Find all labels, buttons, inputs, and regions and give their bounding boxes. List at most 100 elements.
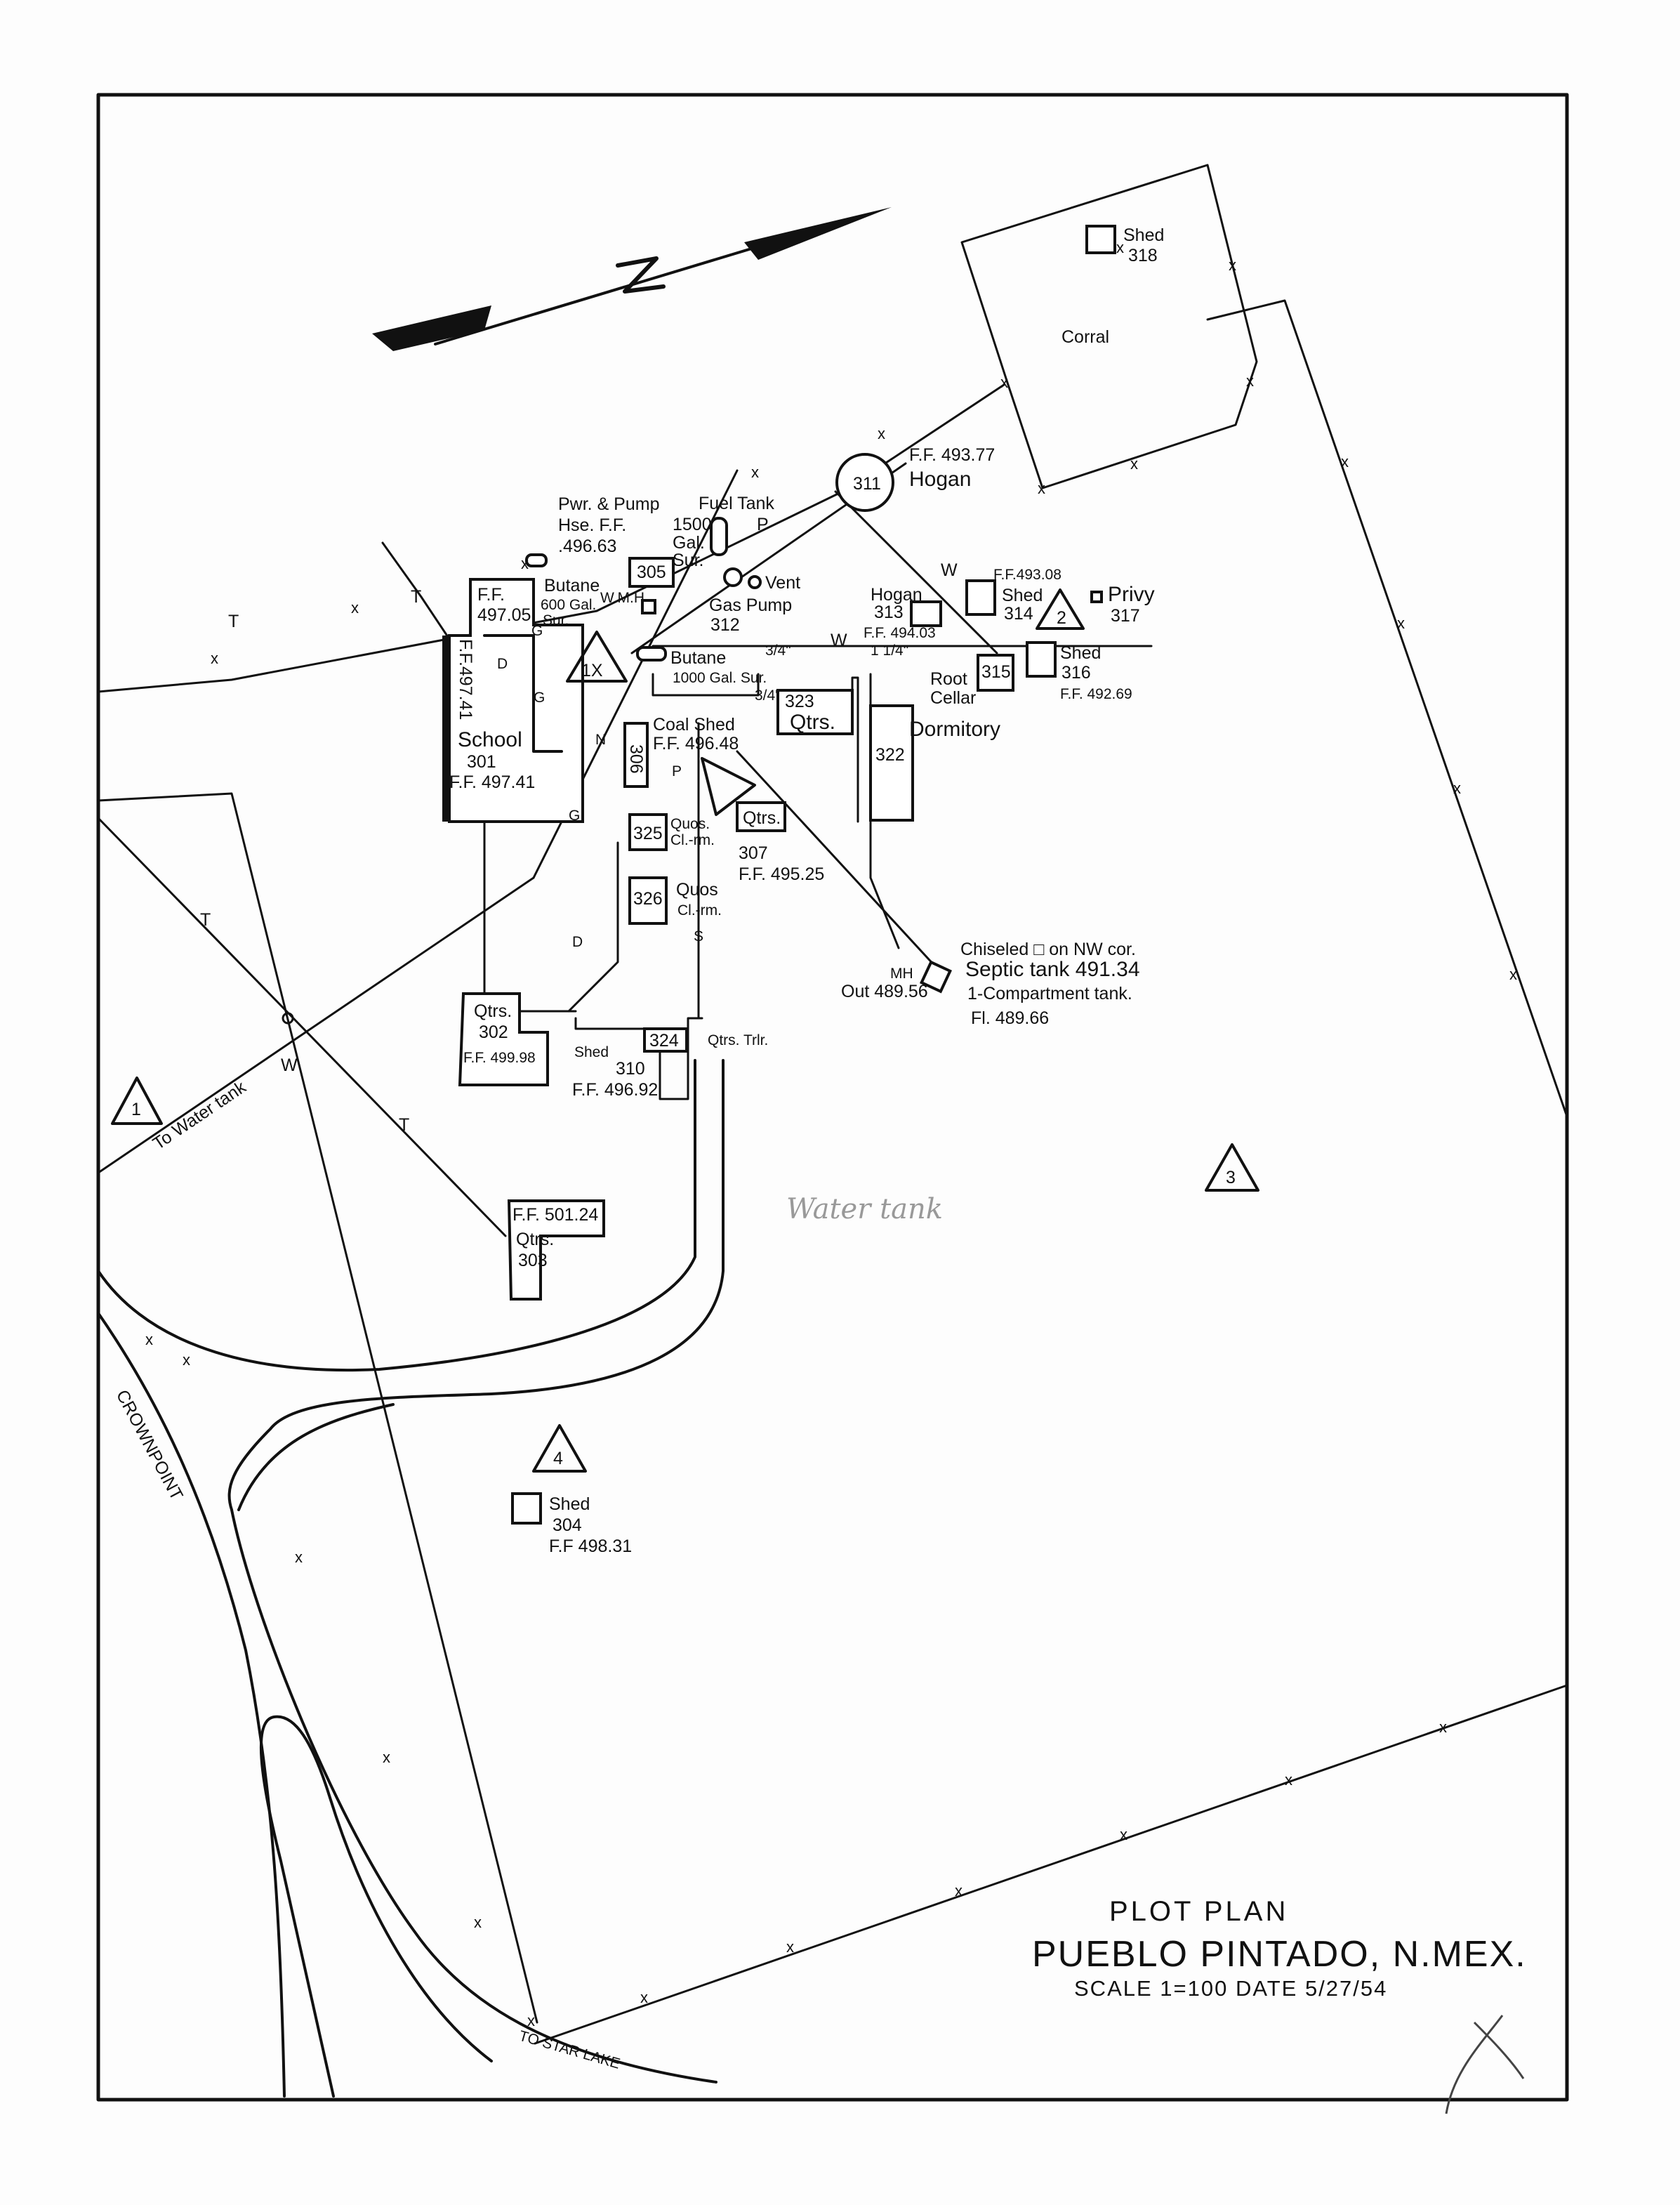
shed-318-number: 318 — [1128, 246, 1158, 265]
svg-text:Qtrs. Trlr.: Qtrs. Trlr. — [708, 1032, 768, 1048]
svg-text:316: 316 — [1061, 663, 1091, 683]
svg-text:MH: MH — [890, 966, 913, 982]
svg-text:x: x — [878, 425, 885, 442]
svg-text:x: x — [183, 1351, 190, 1369]
fence-marks: x x x x x x x x x x x x x x x x x x x x … — [145, 239, 1517, 2029]
svg-text:Quos: Quos — [676, 880, 718, 900]
water-tank-note: Water tank — [786, 1193, 943, 1225]
svg-text:3/4": 3/4" — [765, 643, 791, 659]
svg-text:x: x — [1453, 779, 1461, 797]
svg-text:323: 323 — [785, 692, 814, 711]
title-location: PUEBLO PINTADO, N.MEX. — [1032, 1934, 1527, 1975]
coal-shed-306: 306 Coal Shed F.F. 496.48 — [623, 715, 739, 788]
svg-text:Septic tank 491.34: Septic tank 491.34 — [965, 958, 1140, 981]
title-plot-plan: PLOT PLAN — [1109, 1896, 1288, 1927]
shed-314: F.F.493.08 Shed 314 — [965, 567, 1061, 624]
qtrs-307: Qtrs. 307 F.F. 495.25 — [736, 801, 824, 884]
svg-text:To Water tank: To Water tank — [150, 1077, 250, 1154]
svg-text:W: W — [281, 1055, 298, 1075]
svg-text:F.F.: F.F. — [477, 585, 505, 605]
svg-text:Qtrs.: Qtrs. — [790, 711, 835, 734]
map-border — [96, 93, 1569, 2102]
svg-text:Cl.-rm.: Cl.-rm. — [677, 902, 722, 919]
fuel-tank: Fuel Tank 1500 Gal. Sur. P — [673, 494, 774, 570]
svg-text:Pwr. & Pump: Pwr. & Pump — [558, 494, 660, 514]
svg-text:600 Gal.: 600 Gal. — [541, 597, 596, 613]
svg-text:F.F 498.31: F.F 498.31 — [549, 1536, 632, 1556]
svg-text:F.F. 499.98: F.F. 499.98 — [463, 1050, 536, 1066]
svg-text:W: W — [831, 631, 847, 650]
hogan-313: Hogan 313 F.F. 494.03 — [864, 585, 942, 641]
svg-text:497.05: 497.05 — [477, 605, 531, 625]
svg-text:Sur.: Sur. — [673, 551, 703, 570]
svg-text:3: 3 — [1226, 1168, 1236, 1187]
svg-text:1-Compartment tank.: 1-Compartment tank. — [967, 984, 1132, 1003]
svg-text:325: 325 — [633, 824, 663, 843]
svg-text:F.F.493.08: F.F.493.08 — [993, 567, 1061, 583]
svg-text:317: 317 — [1111, 606, 1140, 626]
pwr-pump-305: 305 Pwr. & Pump Hse. F.F. .496.63 — [558, 494, 675, 588]
svg-text:F.F. 493.77: F.F. 493.77 — [909, 445, 995, 465]
svg-text:x: x — [521, 555, 529, 572]
svg-text:x: x — [786, 1938, 794, 1956]
svg-text:P: P — [757, 515, 769, 534]
svg-text:.496.63: .496.63 — [558, 537, 616, 556]
svg-text:x: x — [383, 1749, 390, 1766]
shed-310: Shed 310 F.F. 496.92 — [572, 1017, 703, 1100]
qtrs-323: 323 Qtrs. — [776, 676, 859, 823]
svg-text:x: x — [474, 1914, 482, 1931]
svg-text:315: 315 — [981, 662, 1011, 682]
svg-text:F.F. 494.03: F.F. 494.03 — [864, 625, 936, 641]
svg-text:Hogan: Hogan — [871, 585, 922, 605]
svg-text:Vent: Vent — [765, 573, 800, 593]
hogan-311: 311 F.F. 493.77 Hogan — [835, 445, 995, 512]
svg-text:N: N — [595, 732, 606, 748]
benchmark-1: 1 — [111, 1077, 163, 1125]
svg-text:1: 1 — [131, 1100, 141, 1119]
qtrs-302: Qtrs. 302 F.F. 499.98 — [458, 992, 549, 1086]
corral: Shed 318 Corral — [960, 164, 1258, 489]
utility-lines — [97, 462, 1153, 1237]
corral-label: Corral — [1061, 327, 1109, 347]
water-tank-line: To Water tank W — [150, 1012, 298, 1154]
svg-text:Gal.: Gal. — [673, 533, 705, 553]
svg-text:x: x — [351, 599, 359, 617]
benchmark-1x: 1X — [566, 631, 628, 683]
svg-text:x: x — [145, 1331, 153, 1348]
svg-text:3/4": 3/4" — [755, 687, 781, 704]
benchmark-3: 3 — [1205, 1143, 1259, 1192]
svg-text:x: x — [1038, 480, 1045, 497]
svg-text:303: 303 — [518, 1251, 548, 1270]
svg-text:S: S — [694, 928, 703, 944]
butane-1000: Butane 1000 Gal. Sur. 3/4" 3/4" 1 1/4" W… — [636, 560, 958, 704]
roads — [97, 1059, 725, 2098]
benchmark-4: 4 — [532, 1424, 587, 1473]
svg-text:Chiseled □ on NW cor.: Chiseled □ on NW cor. — [960, 940, 1136, 959]
svg-text:Quos.: Quos. — [670, 816, 710, 832]
svg-text:Hogan: Hogan — [909, 468, 971, 491]
svg-text:311: 311 — [853, 474, 881, 494]
line-letters: T T T T G G G D D S P N — [200, 587, 703, 1135]
svg-text:x: x — [1246, 372, 1254, 390]
svg-text:Hse. F.F.: Hse. F.F. — [558, 515, 626, 535]
property-fence — [97, 299, 1568, 2101]
svg-text:x: x — [1229, 256, 1236, 274]
svg-text:x: x — [1341, 453, 1349, 470]
svg-text:302: 302 — [479, 1022, 508, 1042]
svg-text:x: x — [1285, 1771, 1292, 1789]
svg-text:x: x — [640, 1989, 648, 2006]
svg-text:Fl. 489.66: Fl. 489.66 — [971, 1008, 1049, 1028]
svg-text:Qtrs.: Qtrs. — [743, 808, 781, 828]
svg-text:2: 2 — [1057, 608, 1066, 628]
svg-text:1500: 1500 — [673, 515, 712, 534]
shed-318-label: Shed — [1123, 225, 1164, 245]
svg-text:Shed: Shed — [574, 1044, 609, 1060]
school-301: F.F. 497.05 F.F.497.41 School 301 F.F. 4… — [442, 578, 584, 823]
svg-text:Cellar: Cellar — [930, 688, 976, 708]
svg-text:305: 305 — [637, 562, 666, 582]
svg-text:F.F.497.41: F.F.497.41 — [456, 639, 475, 720]
svg-text:306: 306 — [626, 744, 646, 774]
svg-text:T: T — [411, 587, 421, 607]
svg-text:326: 326 — [633, 889, 663, 909]
svg-text:Qtrs.: Qtrs. — [474, 1001, 512, 1021]
